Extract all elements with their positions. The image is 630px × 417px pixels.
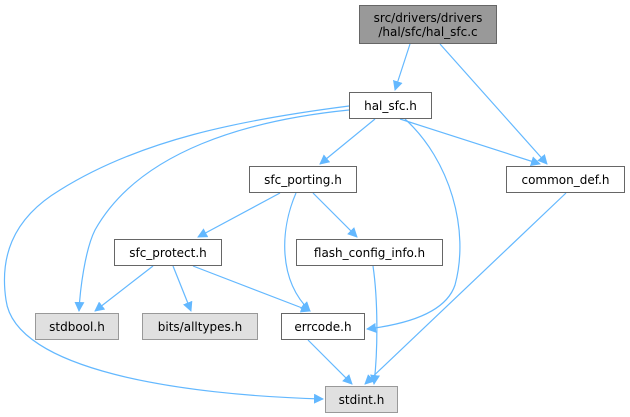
node-label: sfc_porting.h (264, 172, 342, 187)
edges (3, 43, 567, 404)
node-label: stdbool.h (49, 319, 105, 334)
edge-sfc-porting-to-sfc-protect (197, 192, 281, 238)
edge-root-to-hal-sfc (393, 43, 411, 91)
edge-root-to-common-def (439, 43, 548, 165)
edge-hal-sfc-to-sfc-porting (319, 118, 376, 165)
node-label: sfc_protect.h (129, 245, 207, 260)
node-label: stdint.h (338, 392, 385, 407)
edge-sfc-protect-to-errcode (192, 265, 311, 313)
node-label: errcode.h (294, 319, 352, 334)
node-common-def-h[interactable]: common_def.h (506, 166, 625, 193)
edge-flash-config-info-to-stdint (370, 265, 381, 385)
node-root: src/drivers/drivers /hal/sfc/hal_sfc.c (359, 5, 497, 44)
edge-errcode-to-stdint (307, 339, 353, 385)
node-flash-config-info-h[interactable]: flash_config_info.h (296, 239, 443, 266)
node-label-line: /hal/sfc/hal_sfc.c (378, 24, 478, 39)
node-label: src/drivers/drivers /hal/sfc/hal_sfc.c (374, 11, 483, 39)
node-stdint-h: stdint.h (325, 386, 398, 413)
edge-hal-sfc-to-common-def (399, 118, 541, 167)
node-stdbool-h: stdbool.h (35, 313, 119, 340)
node-label-line: src/drivers/drivers (373, 10, 483, 25)
edge-hal-sfc-to-stdint (3, 105, 350, 404)
node-hal-sfc-h[interactable]: hal_sfc.h (349, 92, 432, 119)
edge-common-def-to-stdint (364, 192, 567, 385)
node-label: bits/alltypes.h (157, 319, 243, 334)
node-label: flash_config_info.h (313, 245, 426, 260)
node-bits-alltypes-h: bits/alltypes.h (142, 313, 258, 340)
edge-sfc-porting-to-flash-config-info (312, 192, 358, 238)
edge-sfc-protect-to-stdbool (94, 265, 154, 312)
edge-hal-sfc-to-errcode (366, 118, 461, 333)
edge-sfc-porting-to-errcode (284, 192, 311, 312)
node-label: common_def.h (521, 172, 610, 187)
node-errcode-h[interactable]: errcode.h (281, 313, 365, 340)
edge-sfc-protect-to-alltypes (172, 265, 193, 312)
node-sfc-porting-h[interactable]: sfc_porting.h (249, 166, 357, 193)
node-sfc-protect-h[interactable]: sfc_protect.h (114, 239, 222, 266)
node-label: hal_sfc.h (364, 98, 417, 113)
edge-hal-sfc-to-stdbool (74, 109, 350, 312)
